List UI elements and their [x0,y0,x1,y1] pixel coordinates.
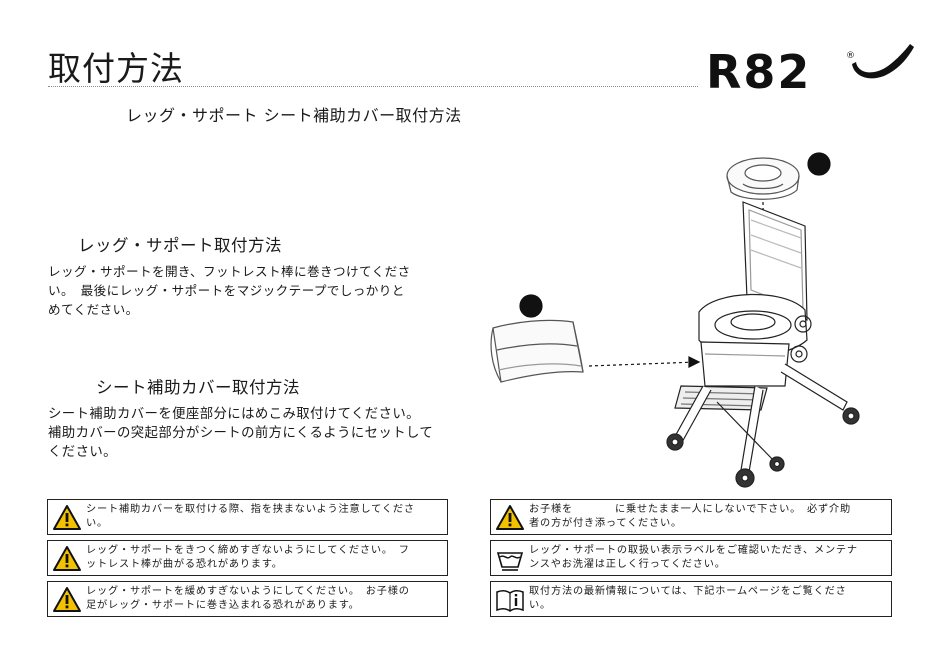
step-2-marker [807,152,831,176]
chair-frame [666,201,860,488]
warning-icon [496,505,524,530]
registered-mark: ® [846,51,855,61]
notice-line: シート補助カバーを取付ける際、指を挟まないよう注意してくださ [86,504,415,515]
seat-cover-instructions: シート補助カバーを便座部分にはめこみ取付けてください。 補助カバーの突起部分がシ… [48,405,446,462]
website-info-notice: 取付方法の最新情報については、下記ホームページをご覧くださ い。 [490,581,892,617]
notice-fragment: お子様を [529,504,573,515]
logo-swoosh-icon [852,44,914,79]
seat-cover-heading: シート補助カバー取付方法 [96,378,300,397]
notice-line: 者の方が付き添ってください。 [529,518,683,529]
title-divider [48,86,698,87]
wash-care-icon [496,552,524,571]
notice-line: ンスやお洗濯は正しく行ってください。 [529,559,726,570]
text-line: レッグ・サポートを開き、フットレスト棒に巻きつけてくださ [48,264,411,279]
notice-line: 足がレッグ・サポートに巻き込まれる恐れがあります。 [86,600,360,611]
leg-support-part [490,319,584,383]
notice-line: お子様を に乗せたまま一人にしないで下さい。 必ず介助 [529,503,851,517]
warning-icon [53,587,81,612]
info-book-icon [496,589,524,612]
chair-assembly-illustration [490,152,860,488]
notice-line: レッグ・サポートの取扱い表示ラベルをご確認いただき、メンテナ [529,545,858,556]
notice-line: い。 [529,600,551,611]
seat-cover-part [726,157,800,200]
leg-support-instructions: レッグ・サポートを開き、フットレスト棒に巻きつけてくださ い。 最後にレッグ・サ… [48,262,446,319]
text-line: シート補助カバーを便座部分にはめこみ取付けてください。 [48,407,420,422]
r82-logo: R82 ® [706,44,914,94]
text-line: めてください。 [48,302,139,317]
step-1-marker [519,294,543,318]
leg-support-heading: レッグ・サポート取付方法 [78,236,282,255]
notice-fragment: に乗せたまま一人にしないで下さい。 必ず介助 [614,504,851,515]
notice-line: い。 [86,518,108,529]
warning-notice-fingers: シート補助カバーを取付ける際、指を挟まないよう注意してくださ い。 [47,499,448,535]
logo-text: R82 [706,45,811,94]
notice-line: 取付方法の最新情報については、下記ホームページをご覧くださ [529,586,847,597]
text-line: ください。 [48,445,117,460]
subtitle: レッグ・サポート シート補助カバー取付方法 [126,106,462,125]
warning-notice-supervision: お子様を に乗せたまま一人にしないで下さい。 必ず介助 者の方が付き添ってください… [490,499,892,535]
notice-line: レッグ・サポートをきつく締めすぎないようにしてください。 フ [86,545,410,556]
text-line: い。 最後にレッグ・サポートをマジックテープでしっかりと [48,283,405,298]
warning-notice-loose: レッグ・サポートを緩めすぎないようにしてください。 お子様の 足がレッグ・サポー… [47,581,448,617]
text-line: 補助カバーの突起部分がシートの前方にくるようにセットして [48,426,434,441]
warning-icon [53,505,81,530]
warning-notice-overtighten: レッグ・サポートをきつく締めすぎないようにしてください。 フ ットレスト棒が曲が… [47,540,448,576]
care-label-notice: レッグ・サポートの取扱い表示ラベルをご確認いただき、メンテナ ンスやお洗濯は正し… [490,540,892,576]
warning-icon [53,546,81,571]
notice-line: レッグ・サポートを緩めすぎないようにしてください。 お子様の [86,586,410,597]
page-title: 取付方法 [48,49,184,88]
notice-line: ットレスト棒が曲がる恐れがあります。 [86,559,283,570]
